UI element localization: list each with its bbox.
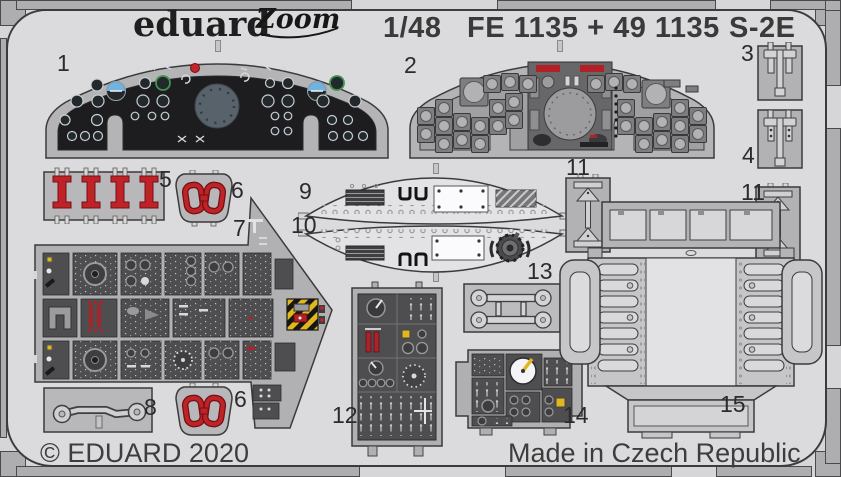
part-6-grab-handles (175, 170, 233, 227)
zoom-series-logo: Zoom (255, 4, 340, 39)
copyright-text: © EDUARD 2020 (40, 438, 249, 468)
sprue-stub (433, 163, 439, 174)
part-13-linkage-rods (463, 283, 561, 333)
part-2-instrument-panel-gray (409, 61, 715, 159)
part-label-9: 9 (299, 178, 312, 204)
sprue-stub (215, 40, 221, 52)
part-12-side-console (351, 281, 443, 457)
sprue-stub (557, 40, 563, 52)
part-label-6-top: 6 (231, 177, 244, 203)
product-code-text: FE 1135 + 49 1135 (467, 12, 720, 44)
part-label-13: 13 (527, 258, 553, 284)
part-3-control-lever (757, 42, 803, 101)
part-label-8: 8 (144, 394, 157, 420)
scale-text: 1/48 (383, 12, 442, 44)
part-5-harness-buckles (43, 167, 165, 224)
part-4-control-lever (757, 109, 803, 169)
part-label-11-right: 11 (741, 179, 765, 205)
part-label-1: 1 (57, 50, 70, 76)
zoom-logo-text: Zoom (255, 4, 340, 35)
part-label-2: 2 (404, 52, 417, 78)
edge-tab (770, 0, 826, 10)
part-label-11-left: 11 (566, 154, 590, 180)
part-label-7: 7 (233, 215, 246, 241)
part-label-10: 10 (291, 212, 317, 238)
part-8-handle-bar (43, 387, 153, 433)
part-label-5: 5 (159, 166, 172, 192)
part-15-bulkhead-frame (559, 201, 823, 439)
part-label-3: 3 (741, 40, 754, 66)
made-in-text: Made in Czech Republic (508, 438, 801, 468)
part-1-main-instrument-panel (45, 63, 389, 159)
subject-text: S-2E (729, 12, 796, 44)
eduard-logo: eduard (133, 4, 271, 45)
part-11-brace-strut (565, 174, 611, 253)
part-label-14: 14 (563, 402, 589, 428)
part-label-12: 12 (332, 402, 358, 428)
part-6-grab-handles (175, 383, 233, 436)
part-label-6-bottom: 6 (234, 386, 247, 412)
part-9-10-walkway-panels (298, 177, 570, 273)
part-label-15: 15 (720, 391, 746, 417)
part-7-console-fret (33, 195, 333, 429)
part-label-4: 4 (742, 142, 755, 168)
